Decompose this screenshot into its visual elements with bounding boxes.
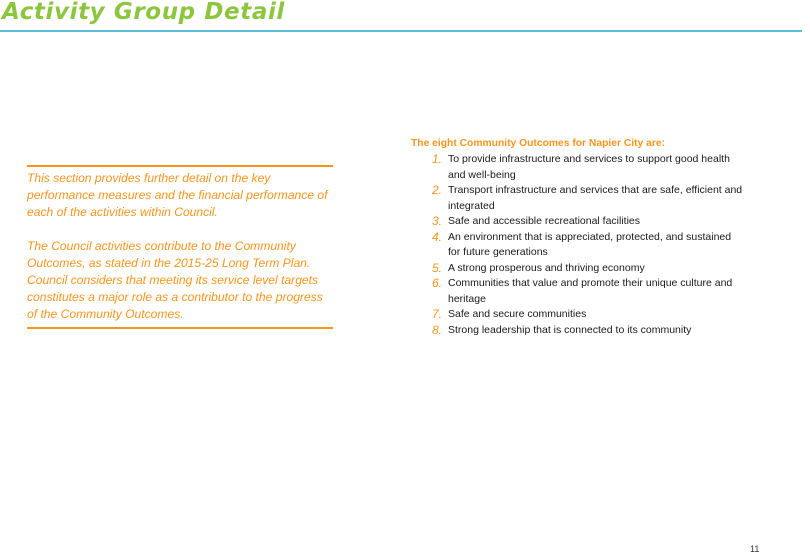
outcome-number: 3. [431, 214, 442, 228]
outcome-text: Transport infrastructure and services th… [448, 184, 743, 212]
outcome-text: Safe and accessible recreational facilit… [448, 215, 641, 227]
list-item: 1. To provide infrastructure and service… [411, 152, 751, 183]
list-item: 2. Transport infrastructure and services… [411, 183, 751, 214]
outcome-text: To provide infrastructure and services t… [448, 153, 730, 181]
outcomes-heading: The eight Community Outcomes for Napier … [411, 138, 666, 149]
intro-paragraph-2: The Council activities contribute to the… [27, 239, 323, 321]
intro-paragraph-1: This section provides further detail on … [27, 171, 328, 219]
outcomes-list: 1. To provide infrastructure and service… [411, 152, 751, 338]
list-item: 4. An environment that is appreciated, p… [411, 230, 751, 261]
list-item: 6. Communities that value and promote th… [411, 276, 751, 307]
intro-callout: This section provides further detail on … [27, 165, 333, 329]
community-outcomes-section: The eight Community Outcomes for Napier … [411, 137, 751, 338]
title-divider [0, 30, 802, 32]
outcome-text: Communities that value and promote their… [448, 277, 733, 305]
list-item: 5. A strong prosperous and thriving econ… [411, 261, 751, 277]
outcome-number: 8. [431, 322, 442, 337]
outcome-text: An environment that is appreciated, prot… [448, 230, 732, 259]
outcome-number: 6. [431, 276, 442, 290]
outcome-number: 2. [431, 183, 442, 197]
outcome-number: 1. [431, 152, 442, 166]
list-item: 3. Safe and accessible recreational faci… [411, 214, 751, 230]
outcome-number: 4. [431, 229, 442, 244]
outcome-number: 7. [431, 307, 442, 321]
outcome-text: Safe and secure communities [448, 308, 587, 320]
list-item: 8. Strong leadership that is connected t… [411, 323, 751, 339]
outcome-text: A strong prosperous and thriving economy [448, 261, 645, 274]
page-title: Activity Group Detail [2, 0, 285, 25]
list-item: 7. Safe and secure communities [411, 307, 751, 323]
outcome-text: Strong leadership that is connected to i… [448, 323, 692, 336]
page-number: 11 [750, 544, 760, 554]
outcome-number: 5. [431, 260, 442, 275]
